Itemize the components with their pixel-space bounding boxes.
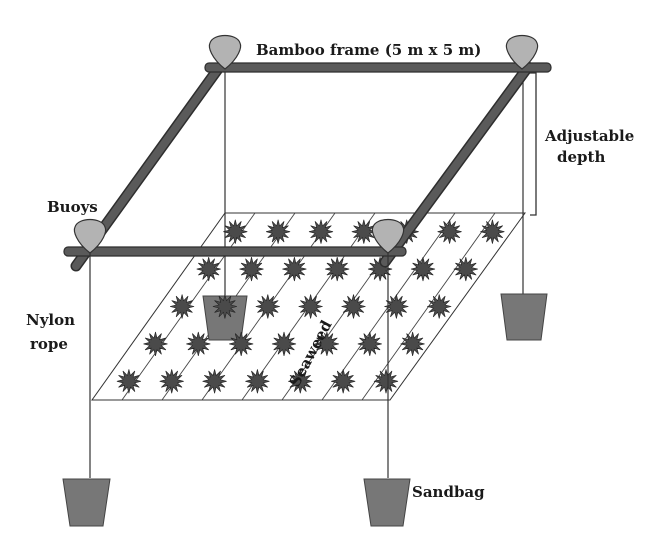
buoys-group bbox=[73, 34, 539, 254]
seaweed-cluster bbox=[196, 257, 221, 282]
seaweed-cluster bbox=[384, 294, 409, 319]
seaweed-cluster bbox=[331, 369, 356, 394]
seaweed-cluster bbox=[271, 331, 297, 356]
sandbag-label: Sandbag bbox=[412, 483, 485, 501]
seaweed-cluster bbox=[453, 257, 478, 282]
back-ropes bbox=[224, 68, 524, 295]
buoys-label: Buoys bbox=[47, 198, 98, 216]
seaweed-cluster bbox=[298, 294, 323, 319]
seaweed-cluster bbox=[282, 257, 307, 282]
frame-label: Bamboo frame (5 m x 5 m) bbox=[256, 41, 481, 59]
sandbag-back-right bbox=[500, 293, 548, 341]
seaweed-cluster bbox=[212, 294, 237, 319]
seaweed-cluster bbox=[143, 331, 168, 356]
seaweed-cluster bbox=[159, 369, 184, 394]
rope-label-line2: rope bbox=[30, 335, 68, 353]
buoy-back-right bbox=[505, 34, 539, 70]
seaweed-cluster bbox=[373, 369, 399, 394]
bamboo-back-bar bbox=[204, 62, 552, 73]
seaweed-cluster bbox=[229, 331, 254, 356]
seaweed-cluster bbox=[357, 331, 382, 356]
seaweed-cluster bbox=[437, 219, 462, 244]
seaweed-cluster bbox=[351, 219, 376, 244]
seaweed-cluster bbox=[427, 294, 452, 319]
side-bamboo-poles bbox=[70, 61, 534, 272]
seaweed-cluster bbox=[255, 294, 280, 319]
depth-bracket bbox=[530, 72, 537, 216]
seaweed-cluster bbox=[223, 219, 248, 244]
sandbag-front-right bbox=[363, 478, 411, 527]
seaweed-cluster bbox=[308, 219, 334, 244]
seaweed-cluster bbox=[341, 294, 366, 319]
seaweed-cluster bbox=[400, 331, 425, 356]
seaweed-cluster bbox=[325, 257, 350, 282]
sandbag-front-left bbox=[62, 478, 111, 527]
depth-label-line2: depth bbox=[557, 148, 605, 166]
seaweed-cluster bbox=[314, 331, 339, 356]
bamboo-front-bar bbox=[63, 246, 407, 257]
seaweed-cluster bbox=[288, 369, 313, 394]
seaweed-cluster bbox=[170, 294, 195, 319]
depth-label-line1: Adjustable bbox=[544, 127, 634, 145]
seaweed-cluster bbox=[245, 369, 270, 394]
seaweed-cluster bbox=[202, 369, 227, 394]
rope-label-line1: Nylon bbox=[26, 311, 75, 329]
buoy-front-left bbox=[73, 218, 107, 254]
seaweed-cluster bbox=[266, 219, 291, 244]
seaweed-cluster bbox=[116, 369, 141, 394]
seaweed-cluster bbox=[480, 219, 505, 244]
seaweed-cluster bbox=[239, 257, 264, 282]
front-ropes bbox=[89, 253, 389, 478]
buoy-front-right bbox=[371, 218, 405, 254]
seaweed-cluster bbox=[410, 257, 436, 282]
seaweed-cluster bbox=[186, 331, 211, 356]
buoy-back-left bbox=[208, 34, 242, 70]
